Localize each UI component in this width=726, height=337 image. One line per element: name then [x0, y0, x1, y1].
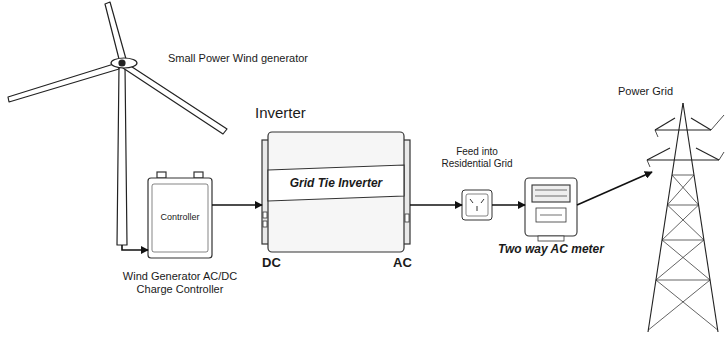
- tower-brace: [667, 205, 698, 206]
- ac-terminal: [405, 214, 409, 222]
- meter-case: [525, 178, 577, 236]
- dc-terminal: [263, 221, 267, 227]
- power-grid: Power Grid: [640, 95, 720, 332]
- controller-box: [148, 178, 212, 258]
- flow-arrow: [577, 172, 652, 205]
- controller-body: [148, 172, 212, 258]
- tower-arm: [655, 118, 675, 130]
- turbine-blade: [105, 2, 126, 59]
- turbine-blade: [123, 63, 227, 134]
- tower-brace: [667, 175, 694, 205]
- node-label: Feed into Residential Grid: [432, 146, 522, 170]
- turbine-hub: [119, 60, 125, 66]
- ac-meter: [525, 178, 577, 241]
- two-way-meter: Two way AC meter: [525, 178, 577, 236]
- socket-hole: [481, 199, 484, 203]
- inverter-body: [262, 132, 410, 252]
- socket-hole: [470, 199, 473, 203]
- charge-controller: ControllerWind Generator AC/DC Charge Co…: [148, 178, 212, 258]
- grid-tie-inverter: InverterGrid Tie Inverter: [262, 132, 410, 252]
- node-caption: Grid Tie Inverter: [268, 176, 404, 190]
- node-label: Two way AC meter: [490, 242, 612, 256]
- socket-plate: [462, 190, 492, 220]
- inverter-band: [268, 165, 404, 201]
- meter-base: [538, 236, 564, 241]
- insulator: [655, 130, 658, 137]
- tower-brace: [656, 280, 718, 330]
- node-label: Inverter: [255, 104, 306, 122]
- tower-brace: [662, 240, 710, 280]
- power-line: [719, 152, 724, 160]
- tower-arm: [655, 129, 711, 130]
- turbine-nacelle: [111, 58, 137, 68]
- meter-plate: [536, 208, 566, 222]
- port-label: AC: [393, 255, 412, 271]
- socket-hole: [477, 206, 478, 211]
- tower-arm: [696, 148, 719, 160]
- socket-face: [466, 194, 488, 216]
- meter-digits: [535, 196, 567, 197]
- tower-arm: [647, 159, 719, 160]
- tower-brace: [656, 280, 710, 281]
- tower-brace: [672, 175, 694, 176]
- flow-arrow: [410, 204, 462, 206]
- wall-socket: [462, 190, 492, 220]
- meter-window: [532, 185, 570, 202]
- tower-brace: [656, 240, 704, 280]
- controller-terminal: [157, 172, 166, 178]
- tower-brace: [662, 205, 699, 240]
- transmission-tower: [647, 103, 724, 332]
- node-caption: Wind Generator AC/DC Charge Controller: [115, 270, 245, 296]
- tower-brace: [672, 175, 699, 205]
- tower-brace: [648, 280, 710, 330]
- node-label: Controller: [148, 212, 212, 223]
- tower-brace: [662, 240, 704, 241]
- dc-terminal: [263, 212, 267, 218]
- power-line: [711, 115, 724, 130]
- controller-terminal: [194, 172, 203, 178]
- node-label: Power Grid: [618, 85, 673, 98]
- turbine-blade: [8, 63, 119, 102]
- flow-arrow: [492, 204, 525, 206]
- inverter-case: [268, 132, 404, 252]
- flow-arrow: [122, 245, 148, 250]
- wind-generator: Small Power Wind generator: [0, 0, 250, 245]
- tower-arm: [691, 118, 711, 130]
- wall-socket: Feed into Residential Grid: [462, 190, 492, 220]
- meter-digits: [535, 190, 567, 191]
- port-label: DC: [262, 255, 281, 271]
- tower-arm: [647, 148, 670, 160]
- tower-brace: [667, 205, 704, 240]
- turbine-tower: [117, 66, 127, 245]
- flow-arrow: [212, 204, 262, 206]
- meter-line: [540, 215, 562, 216]
- node-label: Small Power Wind generator: [168, 52, 308, 65]
- insulator: [647, 160, 650, 167]
